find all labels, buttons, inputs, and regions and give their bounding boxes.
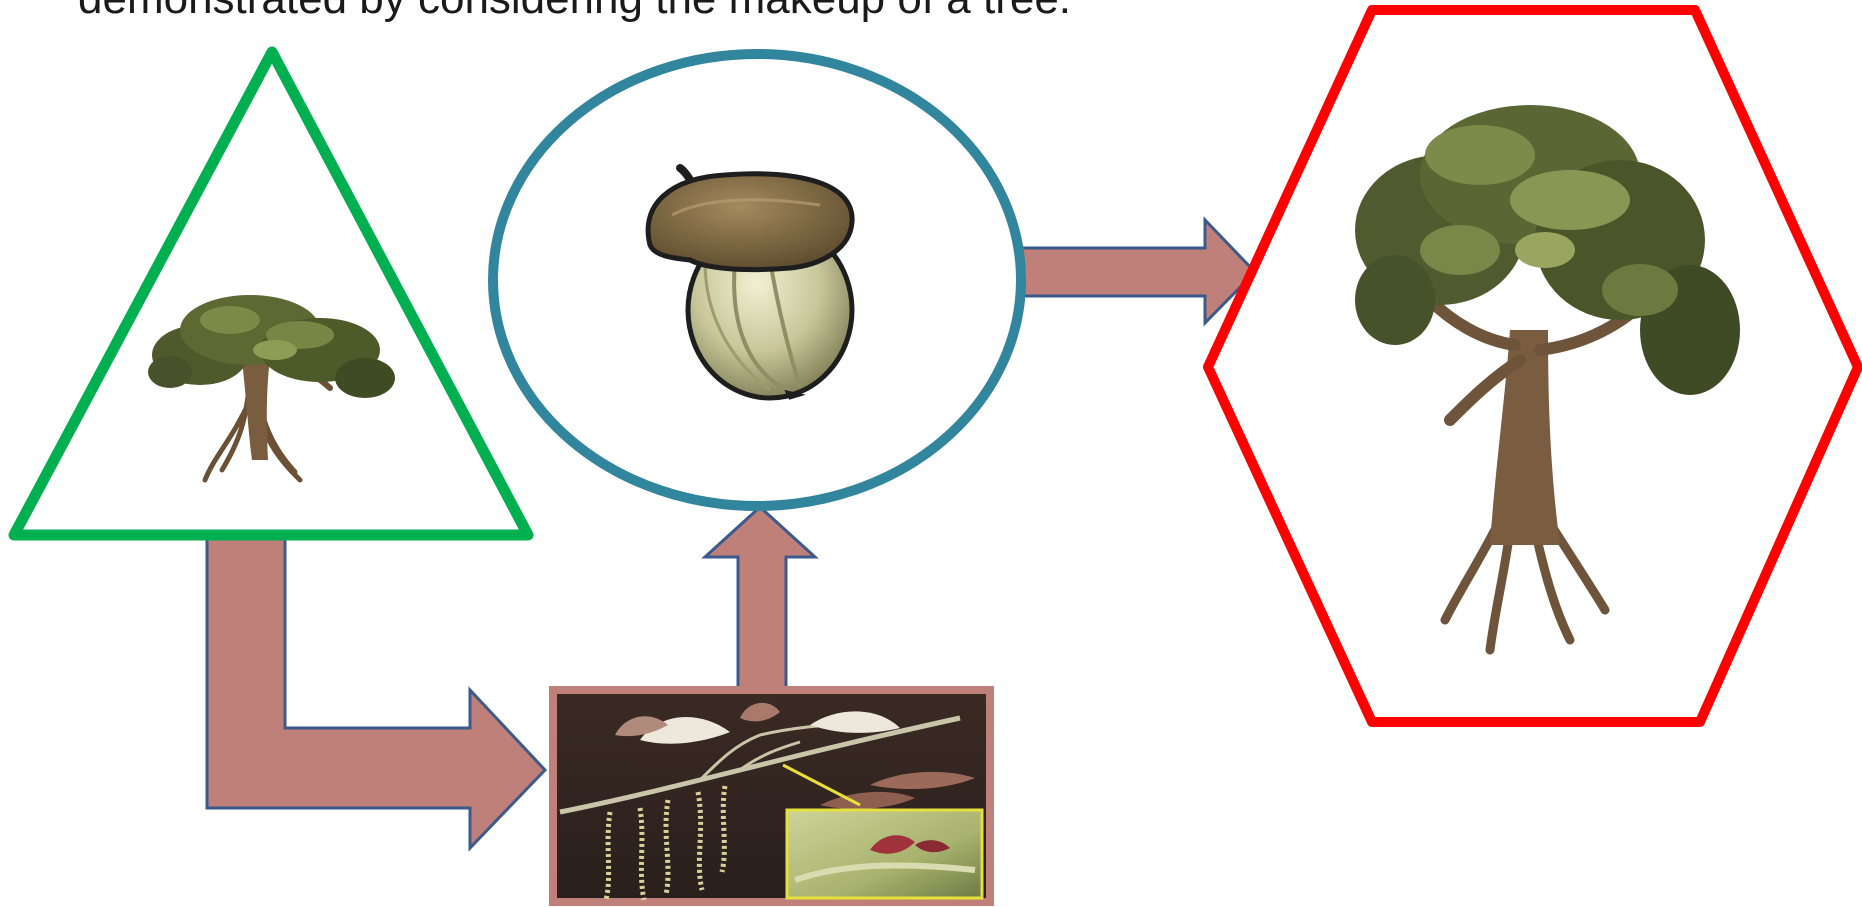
l-arrow [207, 535, 545, 848]
green-triangle [14, 52, 528, 535]
right-arrow [1022, 220, 1255, 323]
branch-photo [553, 690, 990, 902]
up-arrow [705, 507, 815, 690]
